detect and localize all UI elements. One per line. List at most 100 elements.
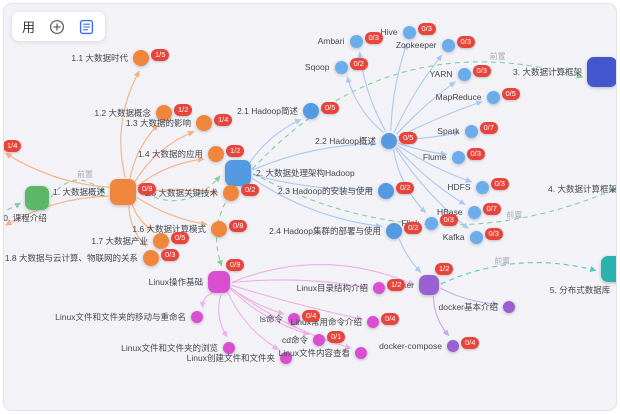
node-label: cd命令	[282, 335, 308, 345]
progress-badge: 0/8	[229, 220, 248, 232]
notebook-icon	[79, 19, 94, 34]
notebook-icon[interactable]	[78, 18, 95, 35]
node-c14[interactable]	[208, 146, 224, 162]
edge	[345, 76, 384, 134]
node-c16[interactable]	[211, 221, 227, 237]
edge	[128, 205, 147, 247]
edge	[398, 239, 422, 273]
node-tKafka[interactable]	[469, 230, 483, 244]
node-label: 1. 大数据概述	[53, 187, 105, 197]
node-label: 2.4 Hadoop集群的部署与使用	[269, 226, 381, 236]
edge	[4, 152, 109, 188]
node-nLinux[interactable]	[208, 271, 230, 293]
node-n5[interactable]	[601, 256, 616, 282]
node-c13[interactable]	[196, 115, 212, 131]
node-mLs[interactable]	[288, 313, 300, 325]
progress-badge: 0/4	[461, 337, 480, 349]
node-label: Kafka	[442, 232, 465, 242]
node-mMove[interactable]	[191, 311, 203, 323]
node-label: Linux操作基础	[148, 277, 203, 287]
node-label: YARN	[429, 69, 453, 79]
progress-badge: 0/3	[417, 23, 436, 35]
edge	[231, 279, 369, 290]
node-dIntro[interactable]	[503, 301, 515, 313]
node-mCd[interactable]	[313, 334, 325, 346]
node-label: ls命令	[259, 314, 283, 324]
progress-badge: 0/7	[482, 203, 501, 215]
node-mDir[interactable]	[373, 282, 385, 294]
progress-badge: 0/5	[399, 132, 418, 144]
node-c12[interactable]	[156, 105, 172, 121]
node-label: 1.1 大数据时代	[71, 53, 128, 63]
edge	[136, 156, 205, 187]
node-c11[interactable]	[133, 50, 149, 66]
node-n3[interactable]	[587, 57, 616, 87]
progress-badge: 0/2	[404, 222, 423, 234]
progress-badge: 0/3	[456, 36, 475, 48]
node-label: 4. 大数据计算框架	[548, 184, 617, 194]
node-label: 2.3 Hadoop的安装与使用	[278, 186, 373, 196]
app-button[interactable]: 用	[22, 17, 35, 36]
edge	[252, 174, 374, 193]
node-label: Spark	[437, 126, 460, 136]
edge	[396, 81, 456, 135]
edge	[398, 142, 448, 157]
node-c24[interactable]	[386, 223, 402, 239]
node-tFlink[interactable]	[424, 216, 438, 230]
node-tHive[interactable]	[402, 25, 416, 39]
node-c18[interactable]	[143, 250, 159, 266]
node-c21[interactable]	[303, 103, 319, 119]
node-c22[interactable]	[381, 133, 397, 149]
node-tYARN[interactable]	[457, 67, 471, 81]
progress-badge: 0/5	[501, 88, 520, 100]
node-n0[interactable]	[25, 186, 49, 210]
node-label: MapReduce	[435, 92, 482, 102]
node-label: Linux文件和文件夹的浏览	[121, 343, 218, 353]
node-mCreate[interactable]	[280, 352, 292, 364]
progress-badge: 1/4	[214, 114, 233, 126]
node-dCompose[interactable]	[447, 340, 459, 352]
plus-circle-icon[interactable]	[48, 18, 65, 35]
node-label: Flume	[422, 152, 447, 162]
edge	[136, 196, 208, 227]
node-label: 2.1 Hadoop简述	[237, 106, 298, 116]
node-label: 1.8 大数据与云计算、物联网的关系	[4, 253, 138, 263]
node-tAmbari[interactable]	[349, 34, 363, 48]
node-label: HDFS	[447, 182, 471, 192]
progress-badge: 1/2	[226, 145, 245, 157]
edge	[231, 264, 415, 286]
node-n2[interactable]	[225, 160, 251, 186]
node-label: 5. 分布式数据库	[549, 285, 611, 295]
progress-badge: 0/9	[226, 259, 245, 271]
node-tFlume[interactable]	[451, 150, 465, 164]
progress-badge: 0/3	[364, 32, 383, 44]
node-c17[interactable]	[153, 233, 169, 249]
edge	[252, 173, 616, 226]
node-mBrowse[interactable]	[223, 342, 235, 354]
node-tHBase[interactable]	[467, 205, 481, 219]
node-mView[interactable]	[355, 347, 367, 359]
node-tZookeeper[interactable]	[441, 38, 455, 52]
node-label: 1.3 大数据的影响	[125, 118, 191, 128]
progress-badge: 0/3	[490, 178, 509, 190]
node-c15[interactable]	[223, 185, 239, 201]
edge	[440, 262, 597, 285]
node-tSpark[interactable]	[464, 124, 478, 138]
edge	[390, 42, 408, 132]
node-tMapReduce[interactable]	[486, 90, 500, 104]
node-tSqoop[interactable]	[334, 60, 348, 74]
node-label: docker-compose	[379, 341, 442, 351]
edge	[395, 148, 469, 229]
edge	[216, 187, 236, 267]
node-mCmd[interactable]	[367, 316, 379, 328]
node-label: Hive	[380, 27, 398, 37]
edge	[248, 118, 302, 164]
progress-badge: 0/3	[484, 228, 503, 240]
node-c23[interactable]	[378, 183, 394, 199]
edge	[396, 147, 466, 206]
node-n1[interactable]	[110, 179, 136, 205]
node-tHDFS[interactable]	[475, 180, 489, 194]
node-nDocker[interactable]	[419, 275, 439, 295]
